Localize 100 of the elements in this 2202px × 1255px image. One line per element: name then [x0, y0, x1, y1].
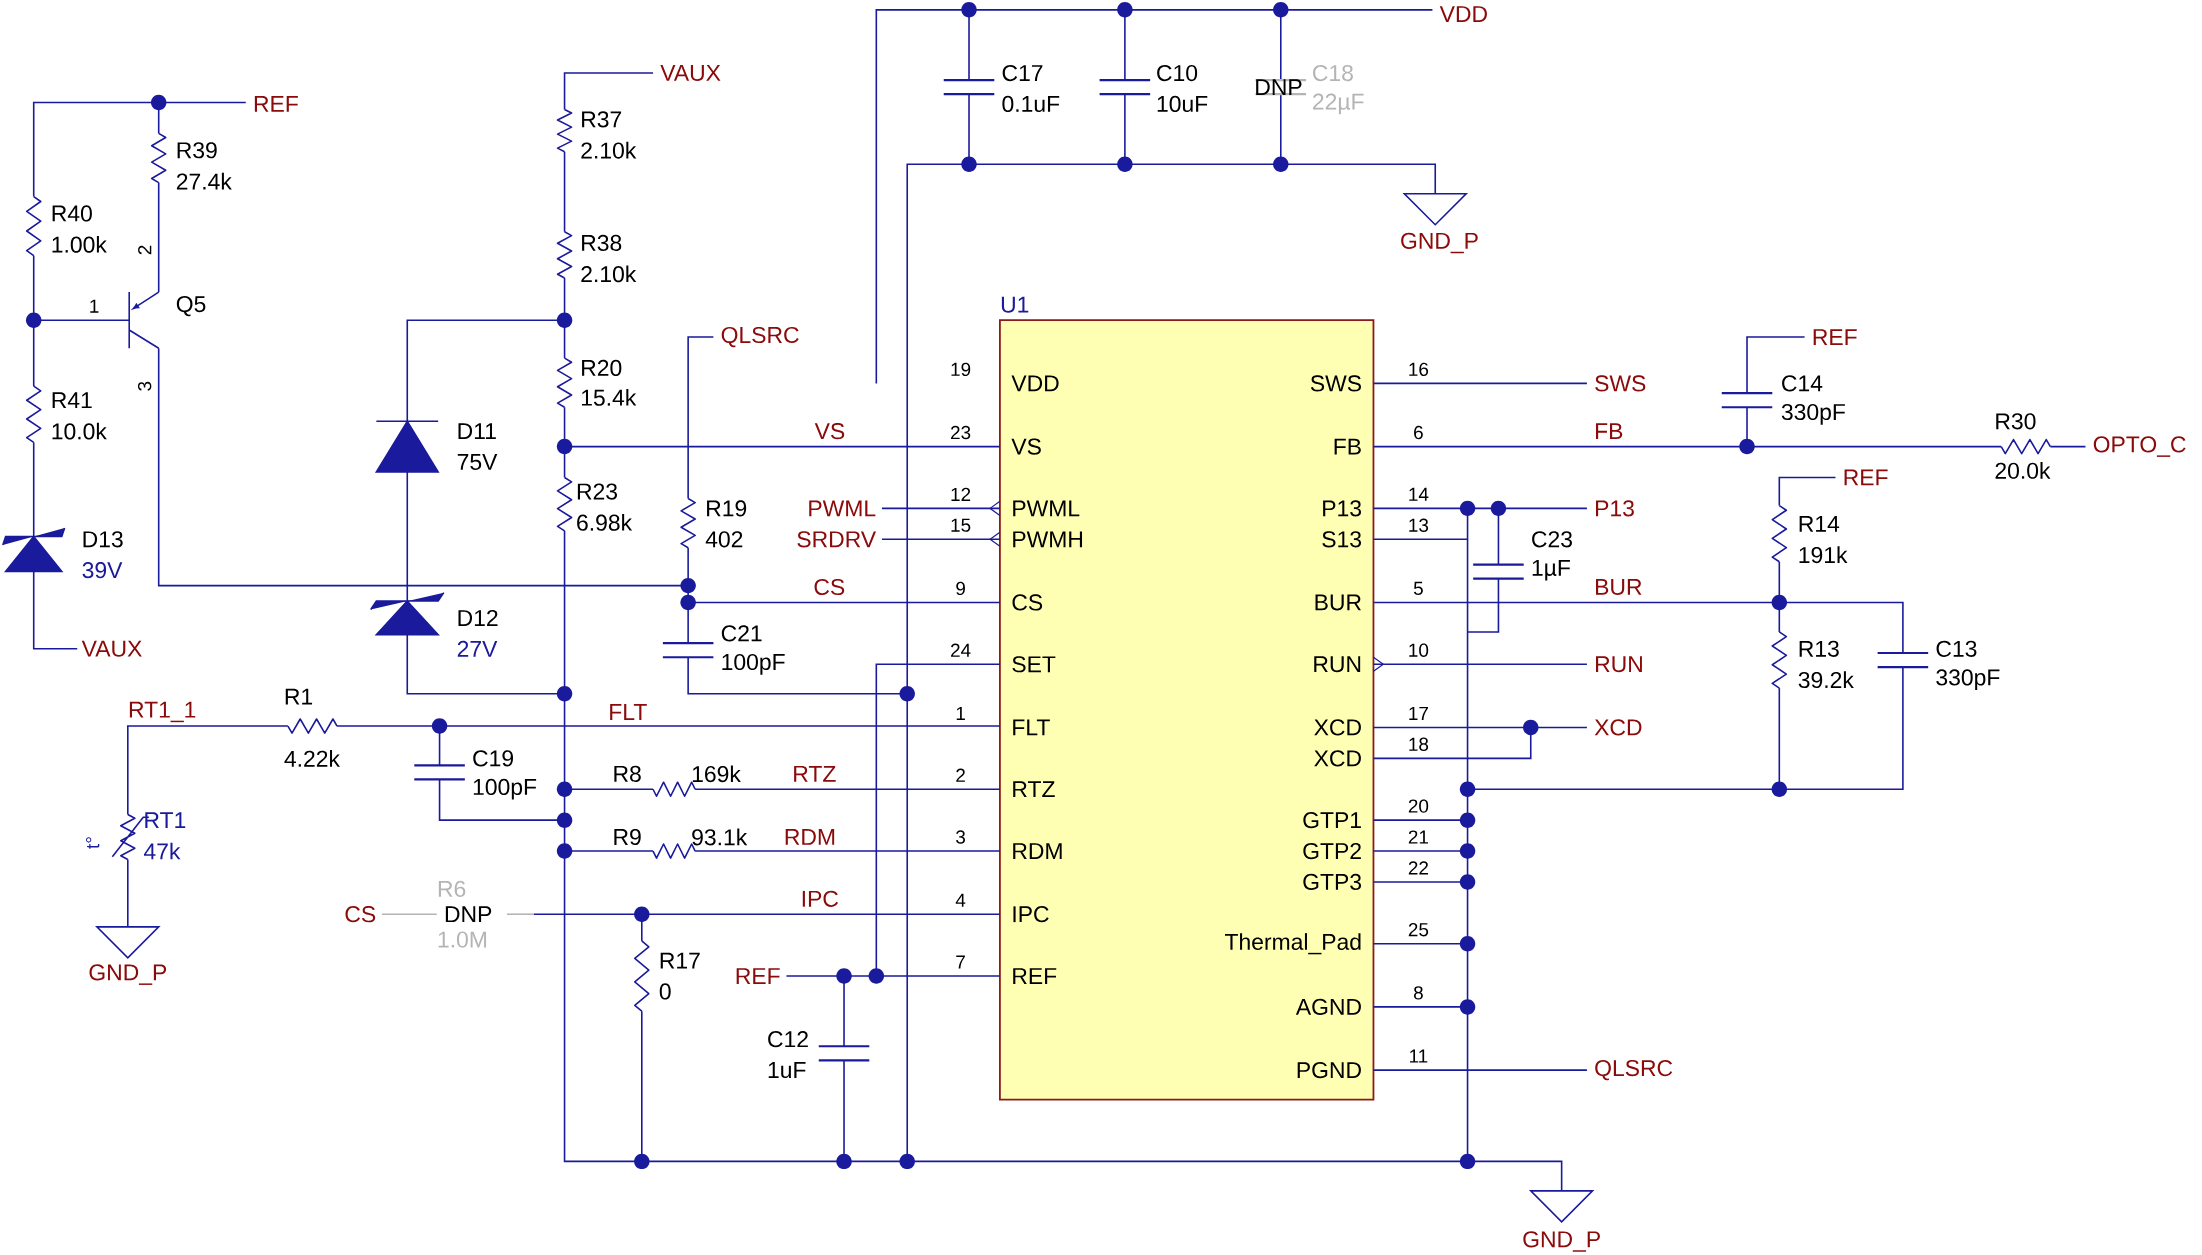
component-label: C12 — [768, 1030, 808, 1048]
dnp-label: DNP — [1256, 78, 1302, 95]
component-value: 330pF — [1781, 403, 1845, 425]
net-label: VAUX — [660, 64, 721, 81]
component-label: R1 — [285, 688, 313, 705]
component-label: R8 — [614, 765, 641, 782]
component-label: R9 — [614, 828, 641, 845]
pin-label: PWML — [1013, 500, 1080, 516]
net-label: OPTO_C — [2093, 436, 2186, 457]
pin-number: 25 — [1408, 922, 1429, 937]
component-value: 10.0k — [52, 422, 107, 440]
pin-number: 3 — [956, 830, 965, 844]
component-value: 15.4k — [581, 388, 637, 406]
pin-label: Thermal_Pad — [1225, 932, 1361, 955]
component-value: 93.1k — [692, 828, 748, 846]
pin-label: FB — [1334, 438, 1361, 455]
component-label: R23 — [577, 483, 617, 500]
net-label: QLSRC — [721, 326, 799, 347]
pin-label: P13 — [1323, 500, 1361, 517]
component-value: 10uF — [1157, 95, 1208, 112]
pin-number: 8 — [1413, 985, 1423, 1000]
component-label: C21 — [721, 625, 762, 642]
pin-number: 12 — [951, 487, 971, 501]
net-label: RUN — [1596, 656, 1642, 672]
component-label: C18 — [1313, 64, 1353, 81]
component-label: Q5 — [176, 295, 206, 317]
component-value: 27.4k — [176, 172, 232, 190]
net-label: RT1_1 — [129, 701, 196, 722]
pin-label: CS — [1012, 594, 1043, 611]
pin-number: 10 — [1409, 643, 1429, 657]
pin-number: 11 — [1410, 1049, 1428, 1063]
pin-number: 15 — [951, 518, 971, 532]
pin-number: 19 — [951, 362, 971, 376]
pin-number: 6 — [1414, 425, 1423, 439]
component-label: C14 — [1782, 375, 1823, 392]
pin-label: REF — [1013, 967, 1057, 984]
net-label: VDD — [1439, 5, 1487, 22]
net-label: REF — [254, 95, 298, 112]
pin-number: 1 — [956, 706, 965, 720]
net-label: REF — [1844, 469, 1888, 486]
component-value: 39V — [82, 561, 123, 579]
component-value: 27V — [457, 640, 498, 657]
pin-number: 14 — [1409, 487, 1429, 501]
component-value: 1uF — [768, 1061, 806, 1078]
component-label: D12 — [458, 609, 498, 626]
part-label: U1 — [1001, 296, 1029, 313]
pin-label: GTP2 — [1303, 842, 1361, 859]
pin-number: 1 — [90, 299, 99, 313]
thermistor-mark: t° — [86, 837, 100, 849]
pin-label: XCD — [1314, 719, 1361, 736]
net-label: CS — [345, 905, 376, 923]
pin-number: 23 — [951, 425, 971, 439]
pin-number: 18 — [1409, 737, 1429, 751]
pin-number: 24 — [951, 643, 971, 657]
component-value: 100pF — [473, 778, 537, 800]
component-label: C13 — [1936, 640, 1977, 657]
pin-number: 5 — [1413, 581, 1423, 595]
pin-label: AGND — [1295, 998, 1361, 1015]
pin-label: RTZ — [1013, 781, 1055, 797]
net-label: P13 — [1596, 500, 1634, 517]
component-label: R19 — [707, 500, 747, 517]
pin-label: BUR — [1315, 594, 1361, 611]
component-value: 2.10k — [581, 265, 637, 282]
net-label: VAUX — [81, 640, 142, 657]
component-value: 330pF — [1936, 669, 2000, 690]
net-label: REF — [736, 967, 780, 984]
pin-label: XCD — [1314, 750, 1361, 767]
pin-number: 9 — [956, 581, 965, 595]
pin-number: 21 — [1408, 830, 1428, 844]
pin-number: 16 — [1409, 362, 1429, 376]
net-label: CS — [814, 578, 845, 595]
component-value: 1.0M — [438, 931, 487, 948]
component-label: R20 — [582, 359, 622, 376]
pin-label: SET — [1012, 655, 1056, 673]
component-label: R41 — [52, 392, 92, 408]
net-label: VS — [814, 422, 845, 439]
component-value: 20.0k — [1995, 461, 2051, 479]
pin-number: 3 — [137, 381, 152, 391]
net-label: REF — [1813, 328, 1857, 345]
component-label: C10 — [1157, 64, 1198, 81]
pin-number: 7 — [956, 955, 965, 969]
pin-number: 13 — [1409, 518, 1429, 532]
component-value: 6.98k — [577, 513, 633, 531]
component-value: 169k — [692, 765, 741, 782]
pin-number: 20 — [1408, 799, 1429, 813]
component-value: 0 — [659, 983, 671, 1000]
pin-label: VS — [1011, 438, 1041, 455]
pin-number: 17 — [1409, 706, 1428, 720]
net-label: BUR — [1596, 578, 1642, 595]
net-label: FB — [1596, 423, 1623, 439]
net-label: GND_P — [89, 964, 167, 985]
component-label: R40 — [52, 205, 92, 222]
pin-label: FLT — [1013, 719, 1050, 736]
net-label: SWS — [1595, 375, 1646, 392]
net-label: GND_P — [1523, 1230, 1600, 1252]
net-label: SRDRV — [797, 530, 876, 548]
net-label: PWML — [809, 500, 876, 516]
component-label: R37 — [582, 111, 622, 128]
component-value: 191k — [1799, 546, 1848, 563]
dnp-label: DNP — [445, 906, 492, 922]
